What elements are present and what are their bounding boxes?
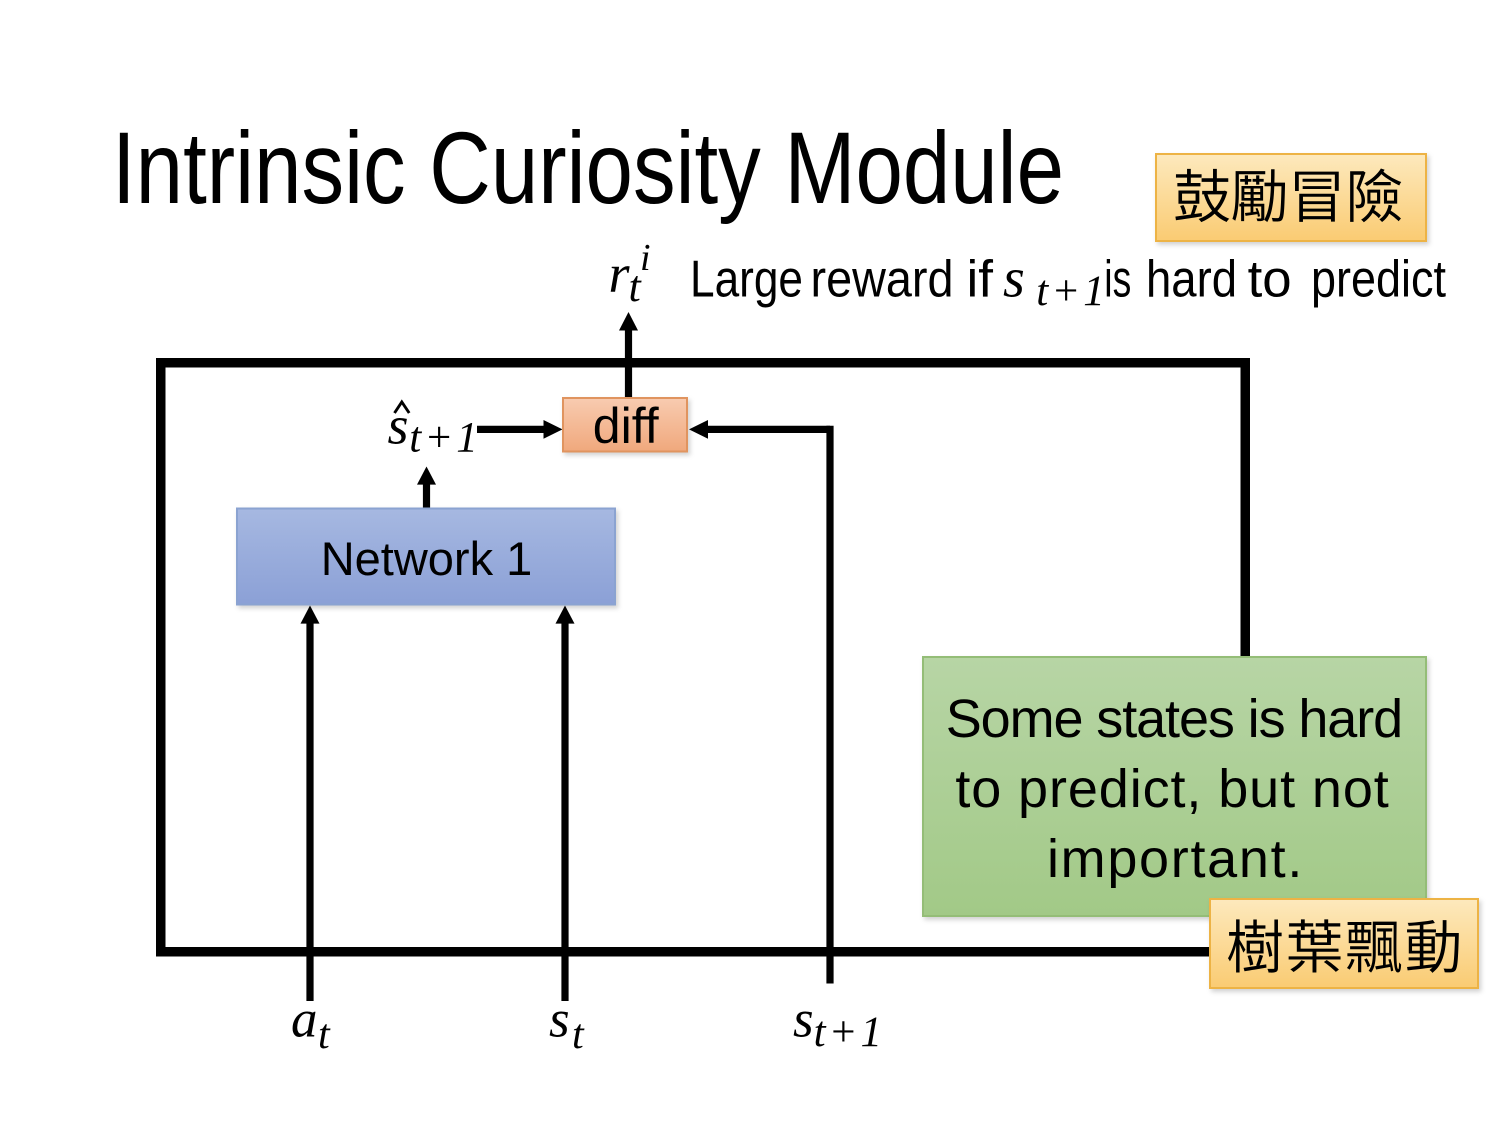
- svg-text:t: t: [629, 262, 643, 311]
- svg-text:t: t: [318, 1012, 331, 1058]
- svg-text:t+1: t+1: [814, 1009, 885, 1056]
- svg-text:reward: reward: [811, 250, 954, 308]
- svg-text:Some states is hard: Some states is hard: [946, 689, 1402, 749]
- svg-text:important.: important.: [1047, 829, 1304, 889]
- svg-text:s: s: [549, 991, 570, 1049]
- svg-text:a: a: [291, 991, 318, 1049]
- svg-text:s: s: [1003, 247, 1025, 309]
- svg-text:r: r: [609, 244, 631, 304]
- svg-text:t+1: t+1: [1036, 268, 1107, 315]
- svg-text:s: s: [793, 991, 814, 1049]
- svg-text:i: i: [640, 237, 651, 279]
- svg-text:if: if: [967, 250, 994, 308]
- svg-text:is: is: [1104, 250, 1131, 308]
- svg-text:diff: diff: [593, 398, 659, 454]
- svg-text:t+1: t+1: [409, 415, 480, 462]
- svg-text:s: s: [388, 396, 409, 456]
- svg-text:to: to: [1248, 250, 1292, 308]
- svg-text:hard: hard: [1146, 250, 1237, 308]
- svg-text:Network 1: Network 1: [321, 532, 533, 585]
- svg-text:predict: predict: [1311, 250, 1446, 308]
- svg-text:t: t: [572, 1012, 585, 1058]
- svg-text:Intrinsic Curiosity Module: Intrinsic Curiosity Module: [112, 111, 1064, 225]
- svg-text:to predict, but not: to predict, but not: [955, 759, 1389, 819]
- svg-text:Large: Large: [690, 250, 803, 308]
